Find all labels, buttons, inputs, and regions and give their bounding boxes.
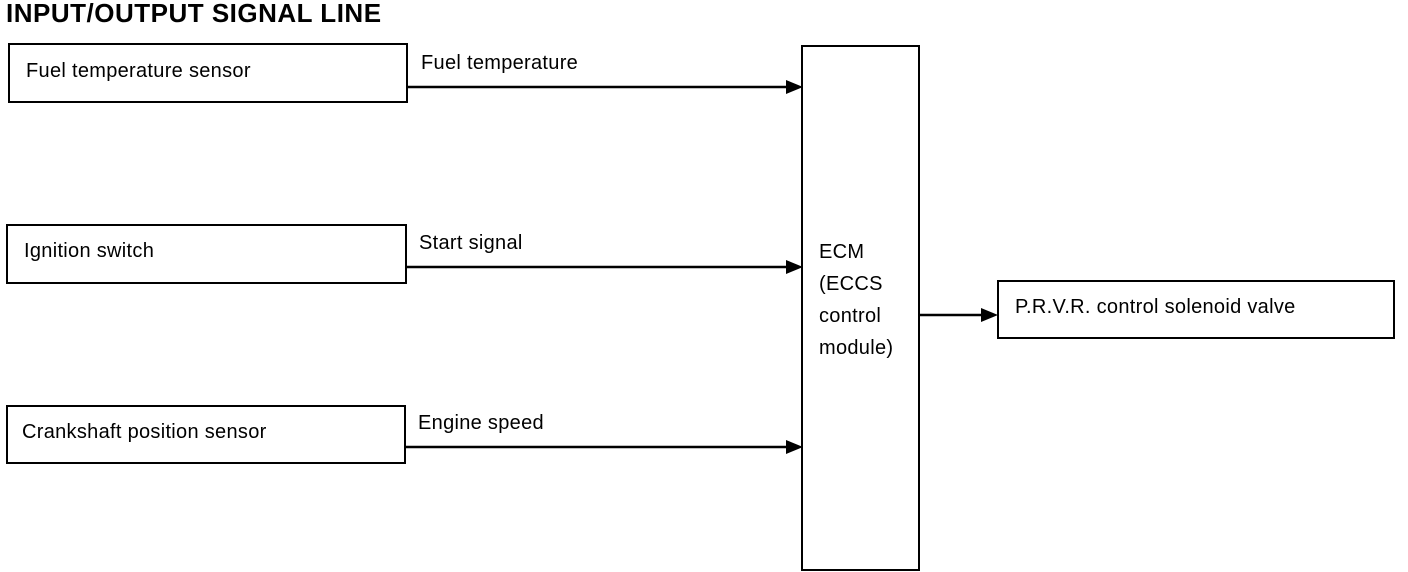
output-arrowhead bbox=[981, 308, 998, 322]
crankshaft-position-sensor-label: Crankshaft position sensor bbox=[22, 421, 267, 443]
ignition-switch-box bbox=[6, 224, 407, 284]
signal-label-engine-speed: Engine speed bbox=[418, 412, 544, 434]
ecm-label-line-1: ECM bbox=[819, 241, 865, 263]
ecm-label-line-3: control bbox=[819, 305, 882, 327]
start-signal-arrowhead bbox=[786, 260, 803, 274]
signal-label-start-signal: Start signal bbox=[419, 232, 523, 254]
ecm-label: ECM (ECCS control module) bbox=[819, 236, 893, 364]
fuel-temperature-arrowhead bbox=[786, 80, 803, 94]
ecm-label-line-2: (ECCS bbox=[819, 273, 883, 295]
ecm-box bbox=[801, 45, 920, 571]
prvr-control-solenoid-valve-label: P.R.V.R. control solenoid valve bbox=[1015, 296, 1296, 318]
fuel-temperature-sensor-box bbox=[8, 43, 408, 103]
engine-speed-arrowhead bbox=[786, 440, 803, 454]
ecm-label-line-4: module) bbox=[819, 337, 894, 359]
prvr-control-solenoid-valve-box bbox=[997, 280, 1395, 339]
crankshaft-position-sensor-box bbox=[6, 405, 406, 464]
signal-label-fuel-temperature: Fuel temperature bbox=[421, 52, 579, 74]
diagram-title: INPUT/OUTPUT SIGNAL LINE bbox=[6, 0, 382, 28]
fuel-temperature-sensor-label: Fuel temperature sensor bbox=[26, 60, 251, 82]
ignition-switch-label: Ignition switch bbox=[24, 240, 155, 262]
